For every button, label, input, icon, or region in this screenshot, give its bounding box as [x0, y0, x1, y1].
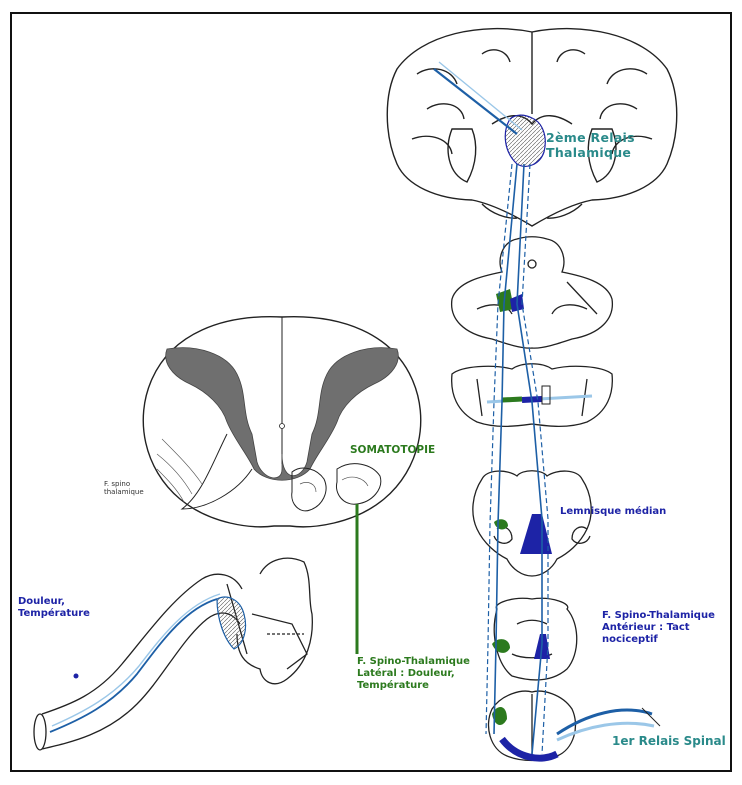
f-spino-lateral-label: F. Spino-Thalamique Latéral : Douleur, T…	[357, 656, 470, 692]
f-spino-small-line1: F. spino	[104, 480, 144, 488]
f-anterieur-line3: nociceptif	[602, 634, 715, 646]
spinal-cord-cross-section	[143, 317, 420, 527]
thalamocortical-projection	[434, 69, 517, 134]
medulla-lateral-tract	[494, 519, 508, 529]
pons-lateral-tract	[502, 399, 522, 400]
f-anterieur-line1: F. Spino-Thalamique	[602, 610, 715, 622]
ascending-tracts	[486, 164, 548, 754]
dorsal-horn-hatched	[217, 597, 246, 649]
spinal-relay-crossing	[502, 739, 557, 758]
relais-thalamique-label: 2ème Relais Thalamique	[546, 130, 635, 160]
douleur-temperature-label: Douleur, Température	[18, 596, 90, 620]
relais-thalamique-line1: 2ème Relais	[546, 130, 635, 145]
f-spino-anterieur-label: F. Spino-Thalamique Antérieur : Tact noc…	[602, 610, 715, 646]
somatotopie-label: SOMATOTOPIE	[350, 444, 435, 457]
diagram-frame: 2ème Relais Thalamique SOMATOTOPIE F. sp…	[10, 12, 732, 772]
f-lateral-line3: Température	[357, 680, 470, 692]
f-spino-thalamique-small-label: F. spino thalamique	[104, 480, 144, 497]
midbrain-section	[452, 237, 613, 348]
thalamus-hatched	[505, 115, 545, 166]
f-anterieur-line2: Antérieur : Tact	[602, 622, 715, 634]
douleur-line1: Douleur,	[18, 596, 90, 608]
medulla-medial-lemniscus	[520, 514, 552, 554]
upper-spinal-section	[494, 598, 576, 680]
f-spino-small-line2: thalamique	[104, 488, 144, 496]
dorsal-root-fiber	[557, 710, 652, 734]
relais-thalamique-line2: Thalamique	[546, 145, 635, 160]
douleur-line2: Température	[18, 608, 90, 620]
f-lateral-line2: Latéral : Douleur,	[357, 668, 470, 680]
relais-spinal-label: 1er Relais Spinal	[612, 734, 726, 748]
f-lateral-line1: F. Spino-Thalamique	[357, 656, 470, 668]
anterior-spinothalamic-tract	[517, 164, 542, 754]
lemnisque-median-label: Lemnisque médian	[560, 506, 666, 518]
